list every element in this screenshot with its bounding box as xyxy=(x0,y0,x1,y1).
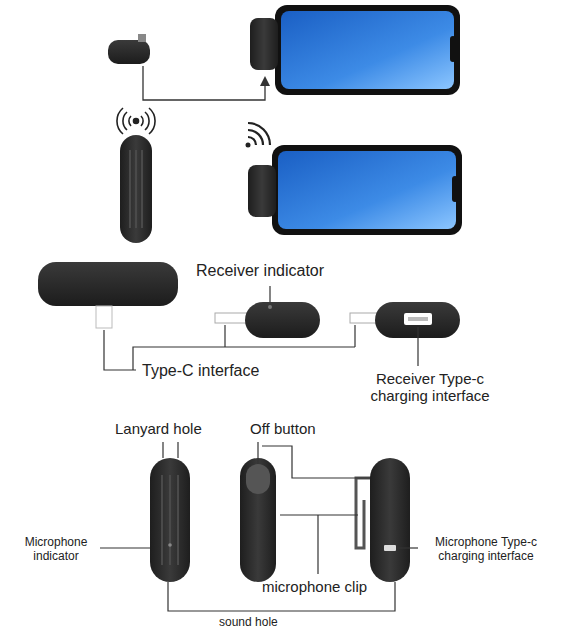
part-label: Microphone Type-c charging interface xyxy=(421,536,551,564)
insert-arrow xyxy=(143,66,270,100)
phone-figure xyxy=(248,145,462,235)
part-label: microphone clip xyxy=(262,578,367,595)
microphone-figure xyxy=(120,135,152,243)
part-label: Receiver Type-c charging interface xyxy=(355,370,505,405)
receiver-end-figure xyxy=(350,302,460,338)
phone-figure xyxy=(250,5,460,95)
microphone-side-figure xyxy=(240,458,276,582)
receiver-figure xyxy=(38,262,178,328)
microphone-back-figure xyxy=(356,458,410,582)
part-label: Off button xyxy=(250,420,316,437)
leader-lines xyxy=(104,286,418,370)
part-label: Type-C interface xyxy=(142,362,259,380)
receiver-figure xyxy=(108,34,150,64)
receiver-side-figure xyxy=(215,302,320,338)
part-label: Microphone indicator xyxy=(14,536,98,564)
part-label: Lanyard hole xyxy=(115,420,202,437)
signal-icon xyxy=(246,123,271,148)
part-label: Receiver indicator xyxy=(196,262,324,280)
leader-lines xyxy=(100,442,418,611)
part-label: sound hole xyxy=(219,616,278,630)
signal-icon xyxy=(117,108,155,134)
microphone-front-figure xyxy=(150,458,190,582)
